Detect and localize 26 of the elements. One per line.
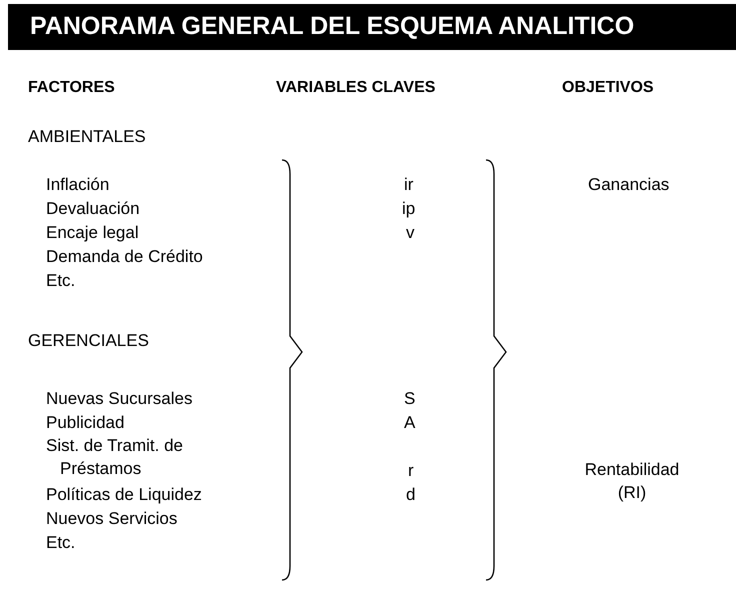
column-header: VARIABLES CLAVES — [276, 78, 436, 98]
list-item: Devaluación — [46, 198, 140, 220]
list-item: Etc. — [46, 532, 76, 554]
list-item: Encaje legal — [46, 222, 139, 244]
list-item: A — [404, 412, 416, 434]
list-item: d — [406, 484, 416, 506]
list-item: Nuevas Sucursales — [46, 388, 192, 410]
section-heading: GERENCIALES — [28, 330, 149, 352]
list-item: v — [406, 222, 414, 244]
list-item: ir — [404, 174, 414, 196]
list-item: Nuevos Servicios — [46, 508, 178, 530]
list-item: Sist. de Tramit. de Préstamos — [46, 435, 184, 480]
list-item: Demanda de Crédito — [46, 246, 203, 268]
list-item: r — [408, 460, 414, 482]
list-item: ip — [402, 198, 416, 220]
column-header: FACTORES — [28, 78, 115, 98]
title-banner: PANORAMA GENERAL DEL ESQUEMA ANALITICO — [8, 4, 736, 50]
objective-label: Rentabilidad (RI) — [584, 459, 680, 504]
section-heading: AMBIENTALES — [28, 126, 146, 148]
list-item: Políticas de Liquidez — [46, 484, 202, 506]
column-header: OBJETIVOS — [562, 78, 654, 98]
list-item: S — [404, 388, 416, 410]
list-item: Ganancias — [588, 174, 670, 196]
list-item: Inflación — [46, 174, 110, 196]
list-item: Publicidad — [46, 412, 124, 434]
list-item: Etc. — [46, 270, 76, 292]
